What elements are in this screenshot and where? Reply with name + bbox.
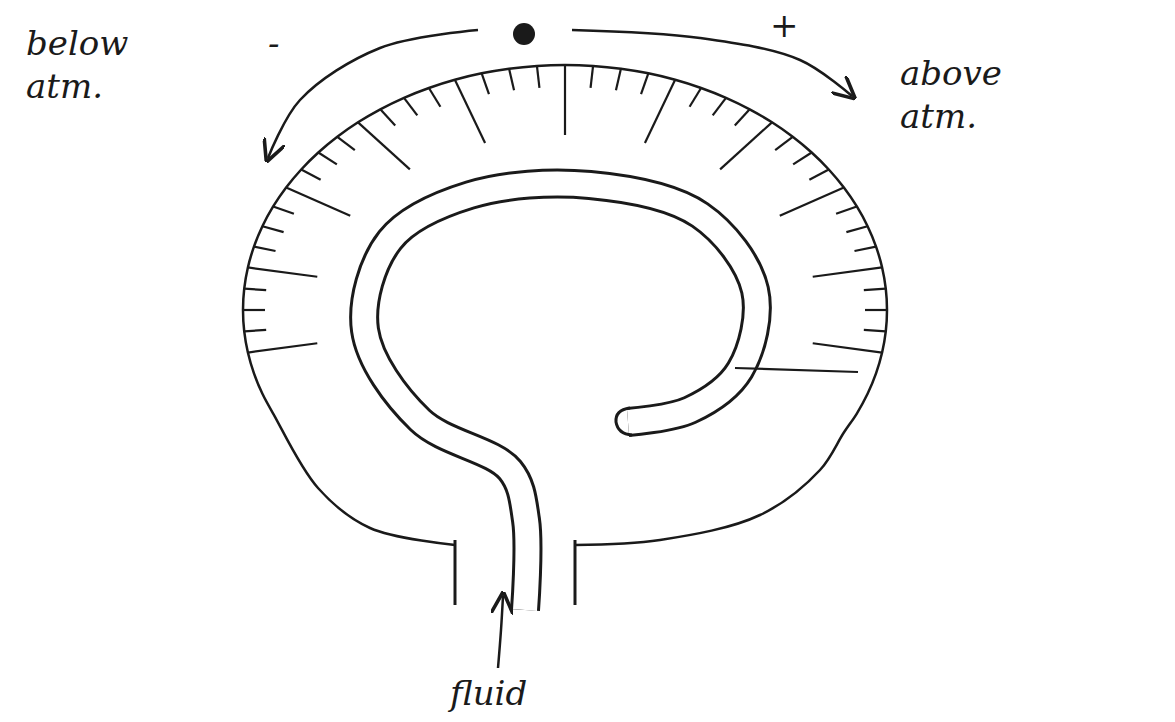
range-label: below atm. bbox=[26, 22, 176, 107]
sign-mark: - bbox=[268, 22, 308, 65]
inlet-wall bbox=[454, 540, 457, 605]
fluid-label: fluid bbox=[450, 672, 590, 715]
pressure-arrow bbox=[572, 30, 852, 96]
sign-mark: + bbox=[770, 4, 810, 47]
vacuum-arrow bbox=[268, 30, 478, 158]
scale-ticks bbox=[243, 65, 887, 353]
tube-closed-end bbox=[616, 408, 632, 435]
bourdon-tube bbox=[364, 184, 757, 610]
fluid-arrow bbox=[498, 596, 503, 668]
bourdon-tube-bore bbox=[364, 184, 757, 610]
inlet-wall bbox=[574, 540, 577, 605]
range-label: above atm. bbox=[900, 52, 1080, 137]
pointer-needle bbox=[735, 368, 858, 372]
gauge-housing bbox=[243, 65, 887, 545]
zero-mark bbox=[513, 23, 535, 45]
